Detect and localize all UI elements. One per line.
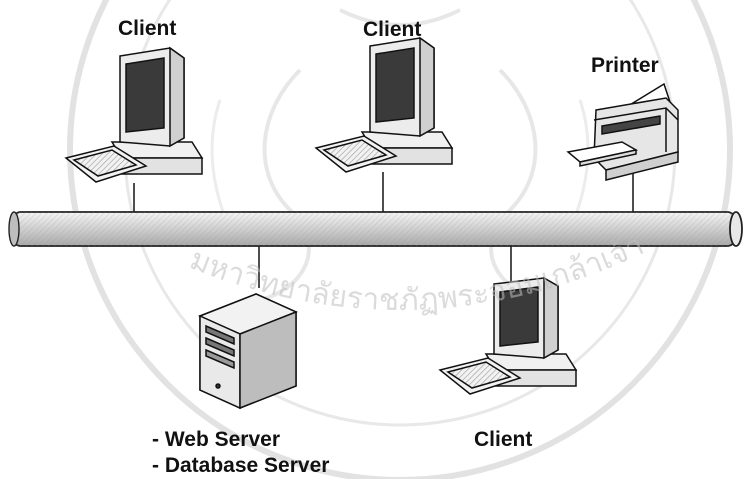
- printer-icon: [566, 82, 679, 181]
- client-1-computer-icon: [64, 46, 204, 183]
- client-2-computer-icon: [314, 36, 454, 173]
- server-label-line-2: - Database Server: [152, 454, 330, 477]
- printer-label: Printer: [591, 54, 659, 77]
- client-1-label: Client: [118, 17, 177, 40]
- connection-lines: [133, 170, 634, 288]
- client-3-label: Client: [474, 428, 533, 451]
- server-label-line-1: - Web Server: [152, 428, 280, 451]
- client-2-label: Client: [363, 18, 422, 41]
- client-3-computer-icon: [438, 276, 578, 395]
- network-bus: [8, 211, 743, 247]
- server-tower-icon: [198, 293, 298, 410]
